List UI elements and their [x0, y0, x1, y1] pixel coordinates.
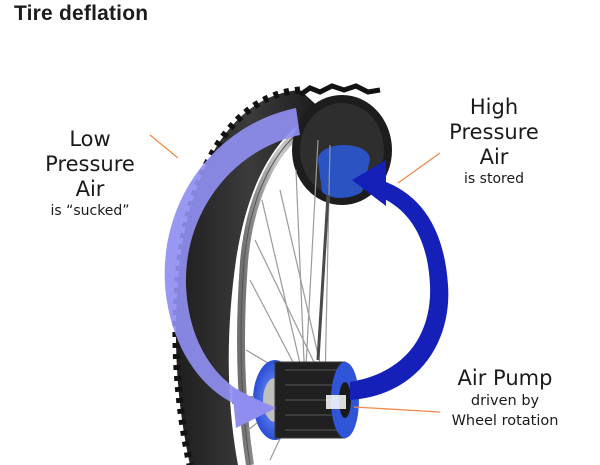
- low-pressure-line2: Pressure: [45, 152, 135, 176]
- air-pump-label: Air Pump driven by Wheel rotation: [430, 366, 580, 431]
- low-pressure-caption: is “sucked”: [50, 203, 130, 219]
- high-pressure-caption: is stored: [464, 171, 524, 187]
- low-pressure-line1: Low: [69, 127, 111, 151]
- leader-lines: [149, 134, 441, 413]
- low-pressure-arrow: [164, 108, 300, 428]
- air-pump-title: Air Pump: [457, 366, 553, 390]
- high-pressure-line3: Air: [479, 145, 509, 169]
- page-title: Tire deflation: [14, 2, 149, 25]
- air-pump-caption1: driven by: [470, 393, 540, 409]
- pump-leader-line: [353, 406, 441, 413]
- high-leader-line: [397, 152, 441, 184]
- high-pressure-line1: High: [469, 95, 519, 119]
- air-pump-caption2: Wheel rotation: [451, 413, 559, 429]
- air-pump-hub: [232, 360, 359, 440]
- low-pressure-line3: Air: [75, 177, 105, 201]
- low-pressure-label: Low Pressure Air is “sucked”: [30, 127, 150, 220]
- high-pressure-label: High Pressure Air is stored: [434, 95, 554, 188]
- low-leader-line: [149, 134, 179, 159]
- high-pressure-line2: Pressure: [449, 120, 539, 144]
- air-tube: [316, 194, 330, 361]
- high-pressure-arrow: [350, 160, 449, 400]
